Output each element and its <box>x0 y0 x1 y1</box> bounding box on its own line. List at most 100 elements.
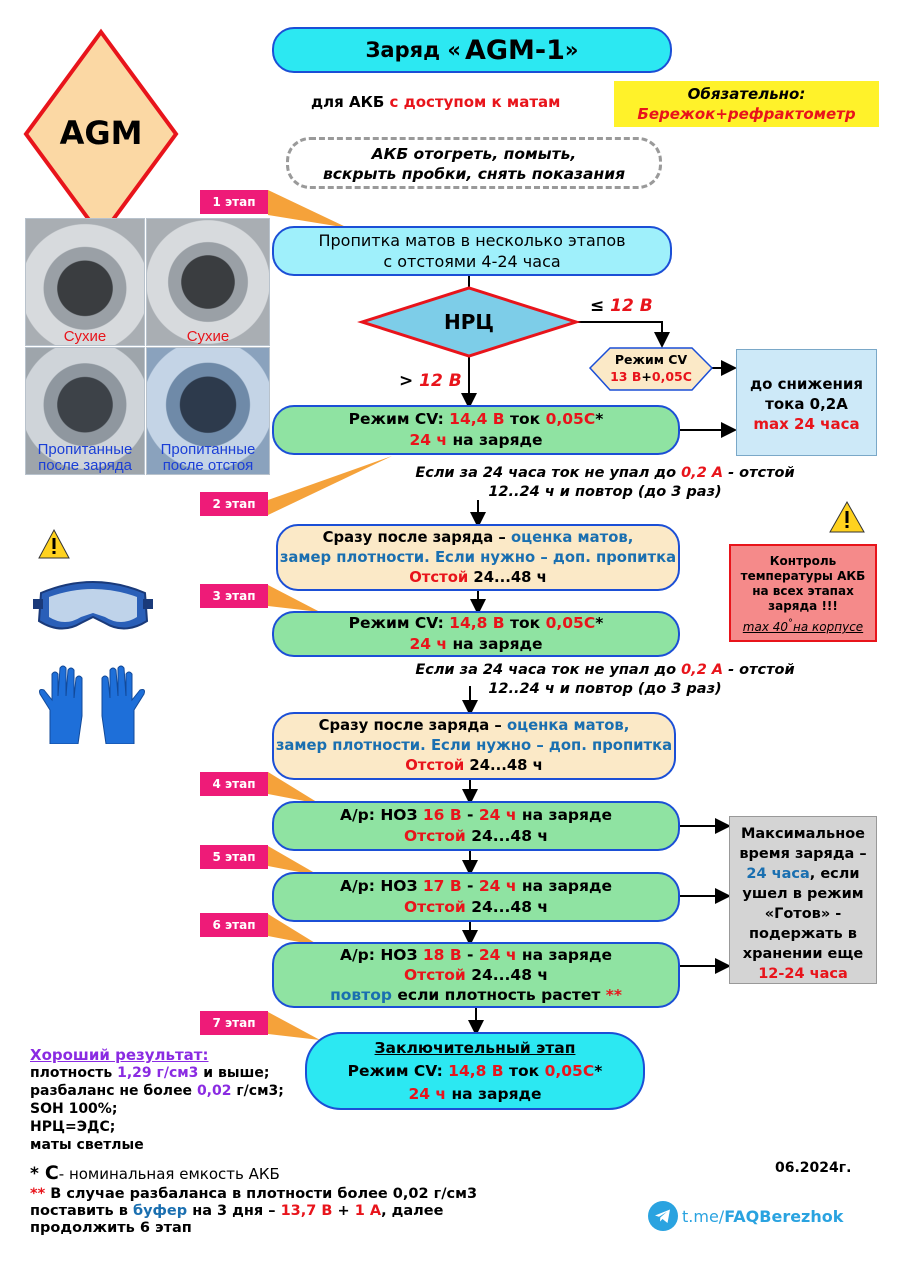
stage-tag-5: 5 этап <box>200 845 268 869</box>
date-label: 06.2024г. <box>775 1160 852 1176</box>
temp-line5: max 40°на корпусе <box>731 616 875 635</box>
current: 0,05С <box>545 410 596 428</box>
step-check-1: Сразу после заряда – оценка матов, замер… <box>276 524 680 591</box>
voltage: 17 В <box>422 877 462 895</box>
good-line5: маты светлые <box>30 1137 144 1153</box>
step-final: Заключительный этап Режим CV: 14,8 В ток… <box>305 1032 645 1110</box>
highlight: оценка матов, <box>510 528 634 546</box>
text: Сразу после заряда – <box>318 717 507 734</box>
mandatory-note: Обязательно: Бережок+рефрактометр <box>614 81 879 127</box>
until-current-box: до снижения тока 0,2А max 24 часа <box>736 349 877 456</box>
step-noz-18v: А/р: НОЗ 18 В - 24 ч на заряде Отстой 24… <box>272 942 680 1008</box>
text: на корпусе <box>793 620 864 634</box>
step-check2-line2: замер плотности. Если нужно – доп. пропи… <box>275 737 673 754</box>
duration: 24 ч <box>478 877 517 895</box>
note2-line2: 12..24 ч и повтор (до 3 раз) <box>488 681 722 697</box>
note1-line2: 12..24 ч и повтор (до 3 раз) <box>488 484 722 500</box>
step-cv-14-4: Режим CV: 14,4 В ток 0,05С* 24 ч на заря… <box>272 405 680 455</box>
gloves-icon <box>36 660 148 745</box>
decision-low-branch: ≤ 12 В <box>590 296 653 316</box>
cv-box-value1: 13 В <box>610 369 642 384</box>
text: и выше; <box>198 1065 270 1081</box>
star: * <box>30 1164 45 1184</box>
text: max 40 <box>742 620 789 634</box>
step-cv-14-8: Режим CV: 14,8 В ток 0,05С* 24 ч на заря… <box>272 611 680 657</box>
text: на 3 дня – <box>187 1203 281 1219</box>
note-repeat-2: Если за 24 часа ток не упал до 0,2 А - о… <box>380 661 830 699</box>
text: Режим CV: <box>347 1061 449 1080</box>
prep-note-line1: АКБ отогреть, помыть, <box>371 145 577 163</box>
photo-soaked-after-charge: Пропитанные после заряда <box>25 347 145 475</box>
text: на заряде <box>447 431 543 449</box>
text: г/см3; <box>231 1083 284 1099</box>
repeat-label: повтор <box>330 986 392 1004</box>
step-check1-line2: замер плотности. Если нужно – доп. пропи… <box>279 548 677 566</box>
voltage: 18 В <box>422 946 462 964</box>
until-line1: до снижения <box>749 375 863 393</box>
footnote-mark: ** <box>605 986 622 1004</box>
text: ток <box>504 410 546 428</box>
text: если плотность растет <box>391 986 606 1004</box>
max-line5: «Готов» - <box>764 906 842 922</box>
rest-label: Отстой <box>403 898 466 916</box>
stage-tag-4: 4 этап <box>200 772 268 796</box>
step-cv1-line2: 24 ч на заряде <box>409 430 542 451</box>
temp-line1: Контроль <box>769 554 837 568</box>
text: поставить в <box>30 1203 133 1219</box>
note-repeat-1: Если за 24 часа ток не упал до 0,2 А - о… <box>380 464 830 502</box>
text: - <box>461 877 479 895</box>
text: - отстой <box>723 662 795 678</box>
photo-caption-line2: после отстоя <box>162 457 254 474</box>
temperature-control-box: Контроль температуры АКБ на всех этапах … <box>729 544 877 642</box>
telegram-link-text[interactable]: t.me/FAQBerezhok <box>682 1207 843 1226</box>
goggles-icon <box>33 573 153 643</box>
temp-line2: температуры АКБ <box>740 569 866 583</box>
voltage: 14,8 В <box>449 614 505 632</box>
until-line2: тока 0,2А <box>765 395 848 413</box>
text: на заряде <box>446 1084 542 1103</box>
text: ток <box>503 1061 545 1080</box>
footnote2-line3: продолжить 6 этап <box>30 1220 192 1236</box>
cv-box-plus: + <box>641 369 652 384</box>
telegram-link[interactable]: t.me/FAQBerezhok <box>648 1200 843 1232</box>
temp-line4: заряда !!! <box>768 599 838 613</box>
rest-label: Отстой <box>405 757 465 774</box>
title-prefix: Заряд « <box>365 38 461 62</box>
agm-logo-text: AGM <box>59 114 143 152</box>
step-impregnation: Пропитка матов в несколько этапов с отст… <box>272 226 672 276</box>
stage-tag-3: 3 этап <box>200 584 268 608</box>
degree: ° <box>788 618 794 629</box>
duration: 24 ч <box>478 946 517 964</box>
text: Сразу после заряда – <box>322 528 511 546</box>
branch-low-value: 12 В <box>610 296 653 316</box>
text: - <box>461 806 479 824</box>
c-symbol: С <box>44 1162 59 1184</box>
rest-duration: 24...48 ч <box>465 898 549 916</box>
footnote-mark: * <box>595 410 604 428</box>
max-line8: 12-24 часа <box>758 966 848 982</box>
link-name: FAQBerezhok <box>724 1206 844 1226</box>
rest-duration: 24...48 ч <box>468 568 547 586</box>
title-name: AGM-1 <box>464 34 565 66</box>
text: на заряде <box>516 806 613 824</box>
mandatory-line2: Бережок+рефрактометр <box>637 105 856 123</box>
good-result: Хороший результат: плотность 1,29 г/см3 … <box>30 1046 284 1154</box>
voltage: 14,4 В <box>449 410 505 428</box>
voltage: 14,8 В <box>448 1061 504 1080</box>
text: на заряде <box>516 946 613 964</box>
duration: 24 ч <box>408 1084 447 1103</box>
decision-nrc-label: НРЦ <box>444 310 494 334</box>
prep-note: АКБ отогреть, помыть, вскрыть пробки, сн… <box>286 137 662 189</box>
density: 1,29 г/см3 <box>117 1065 199 1081</box>
branch-high-sign: > <box>399 371 420 391</box>
warning-icon <box>37 528 71 560</box>
telegram-icon <box>648 1201 678 1231</box>
photo-soaked-after-rest: Пропитанные после отстоя <box>146 347 270 475</box>
stage-tag-2: 2 этап <box>200 492 268 516</box>
text: разбаланс не более <box>30 1083 197 1099</box>
text: Режим CV: <box>348 410 450 428</box>
title-suffix: » <box>564 38 579 62</box>
subtitle-text: для АКБ <box>311 93 390 111</box>
text: Если за 24 часа ток не упал до <box>415 465 682 481</box>
